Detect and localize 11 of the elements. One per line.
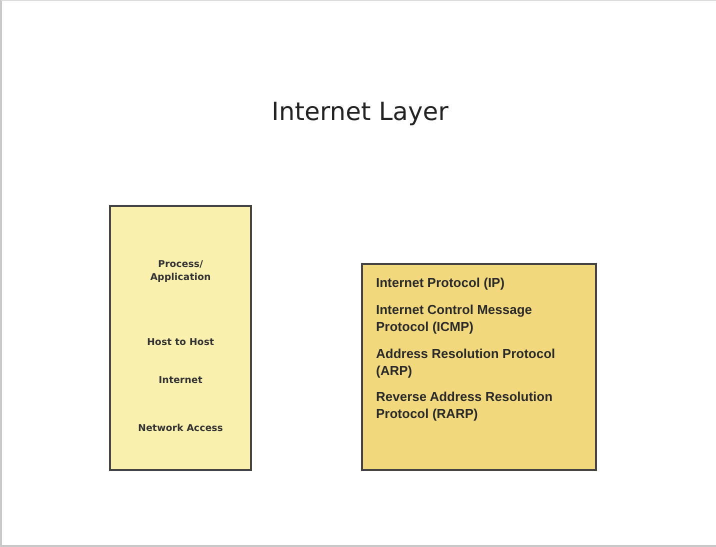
layer-label: Internet — [158, 375, 204, 388]
protocol-label: Internet Control Message Protocol (ICMP) — [376, 302, 534, 336]
layer-stack-box — [109, 205, 252, 471]
protocol-label: Reverse Address Resolution Protocol (RARP) — [376, 389, 554, 424]
layer-label: Host to Host — [146, 337, 216, 350]
layer-label: Process/ Application — [149, 259, 212, 285]
protocol-label: Internet Protocol (IP) — [376, 275, 506, 292]
protocol-label: Address Resolution Protocol (ARP) — [376, 346, 556, 380]
layer-label: Network Access — [137, 423, 224, 436]
slide-title: Internet Layer — [270, 97, 450, 126]
protocol-list-box — [361, 263, 597, 471]
